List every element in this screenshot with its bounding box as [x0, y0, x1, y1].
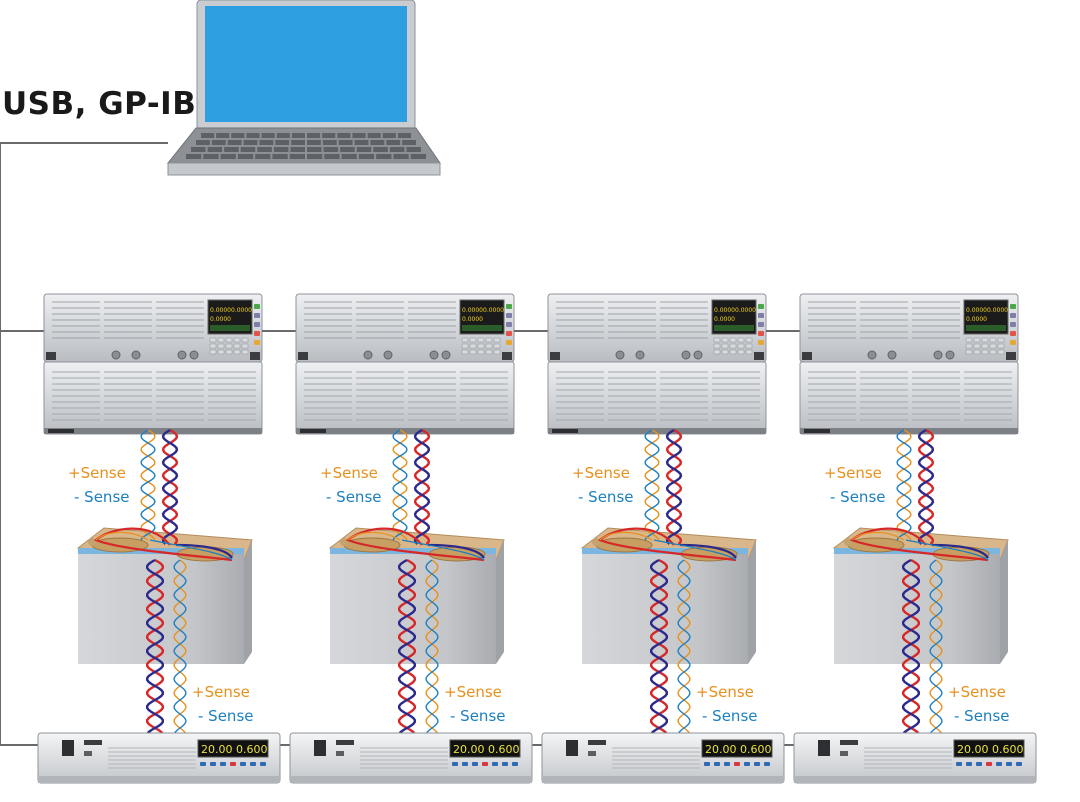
- load-display-voltage: 0.0000: [462, 307, 483, 314]
- supply-display-voltage: 20.00: [705, 743, 737, 756]
- supply-display-current: 0.600: [992, 743, 1024, 756]
- supply-display-voltage: 20.00: [201, 743, 233, 756]
- battery-cell: [834, 528, 1008, 664]
- load-minus-sense-label: - Sense: [578, 488, 633, 506]
- load-plus-sense-label: +Sense: [320, 464, 378, 482]
- load-display-power: 0.0000: [966, 316, 987, 323]
- load-display-power: 0.0000: [714, 316, 735, 323]
- power-switch: [62, 740, 74, 756]
- power-switch: [566, 740, 578, 756]
- supply-display-current: 0.600: [488, 743, 520, 756]
- supply-plus-sense-label: +Sense: [192, 683, 250, 701]
- load-plus-sense-label: +Sense: [824, 464, 882, 482]
- supply-minus-sense-label: - Sense: [450, 707, 505, 725]
- supply-minus-sense-label: - Sense: [702, 707, 757, 725]
- power-switch: [314, 740, 326, 756]
- supply-minus-sense-label: - Sense: [198, 707, 253, 725]
- load-minus-sense-label: - Sense: [830, 488, 885, 506]
- supply-display-current: 0.600: [236, 743, 268, 756]
- load-display-voltage: 0.0000: [210, 307, 231, 314]
- supply-minus-sense-label: - Sense: [954, 707, 1009, 725]
- load-display-voltage: 0.0000: [966, 307, 987, 314]
- battery-cell: [78, 528, 252, 664]
- supply-display-voltage: 20.00: [453, 743, 485, 756]
- load-plus-sense-label: +Sense: [572, 464, 630, 482]
- load-display-current: 0.0000: [987, 307, 1008, 314]
- load-display-current: 0.0000: [735, 307, 756, 314]
- laptop-computer: [168, 0, 440, 175]
- supply-display-current: 0.600: [740, 743, 772, 756]
- load-display-current: 0.0000: [483, 307, 504, 314]
- load-display-voltage: 0.0000: [714, 307, 735, 314]
- load-minus-sense-label: - Sense: [326, 488, 381, 506]
- load-display-current: 0.0000: [231, 307, 252, 314]
- load-plus-sense-label: +Sense: [68, 464, 126, 482]
- load-display-power: 0.0000: [462, 316, 483, 323]
- supply-plus-sense-label: +Sense: [948, 683, 1006, 701]
- supply-plus-sense-label: +Sense: [696, 683, 754, 701]
- battery-cell: [582, 528, 756, 664]
- load-display-power: 0.0000: [210, 316, 231, 323]
- power-switch: [818, 740, 830, 756]
- battery-cell: [330, 528, 504, 664]
- load-minus-sense-label: - Sense: [74, 488, 129, 506]
- laptop-screen: [205, 6, 407, 122]
- supply-plus-sense-label: +Sense: [444, 683, 502, 701]
- supply-display-voltage: 20.00: [957, 743, 989, 756]
